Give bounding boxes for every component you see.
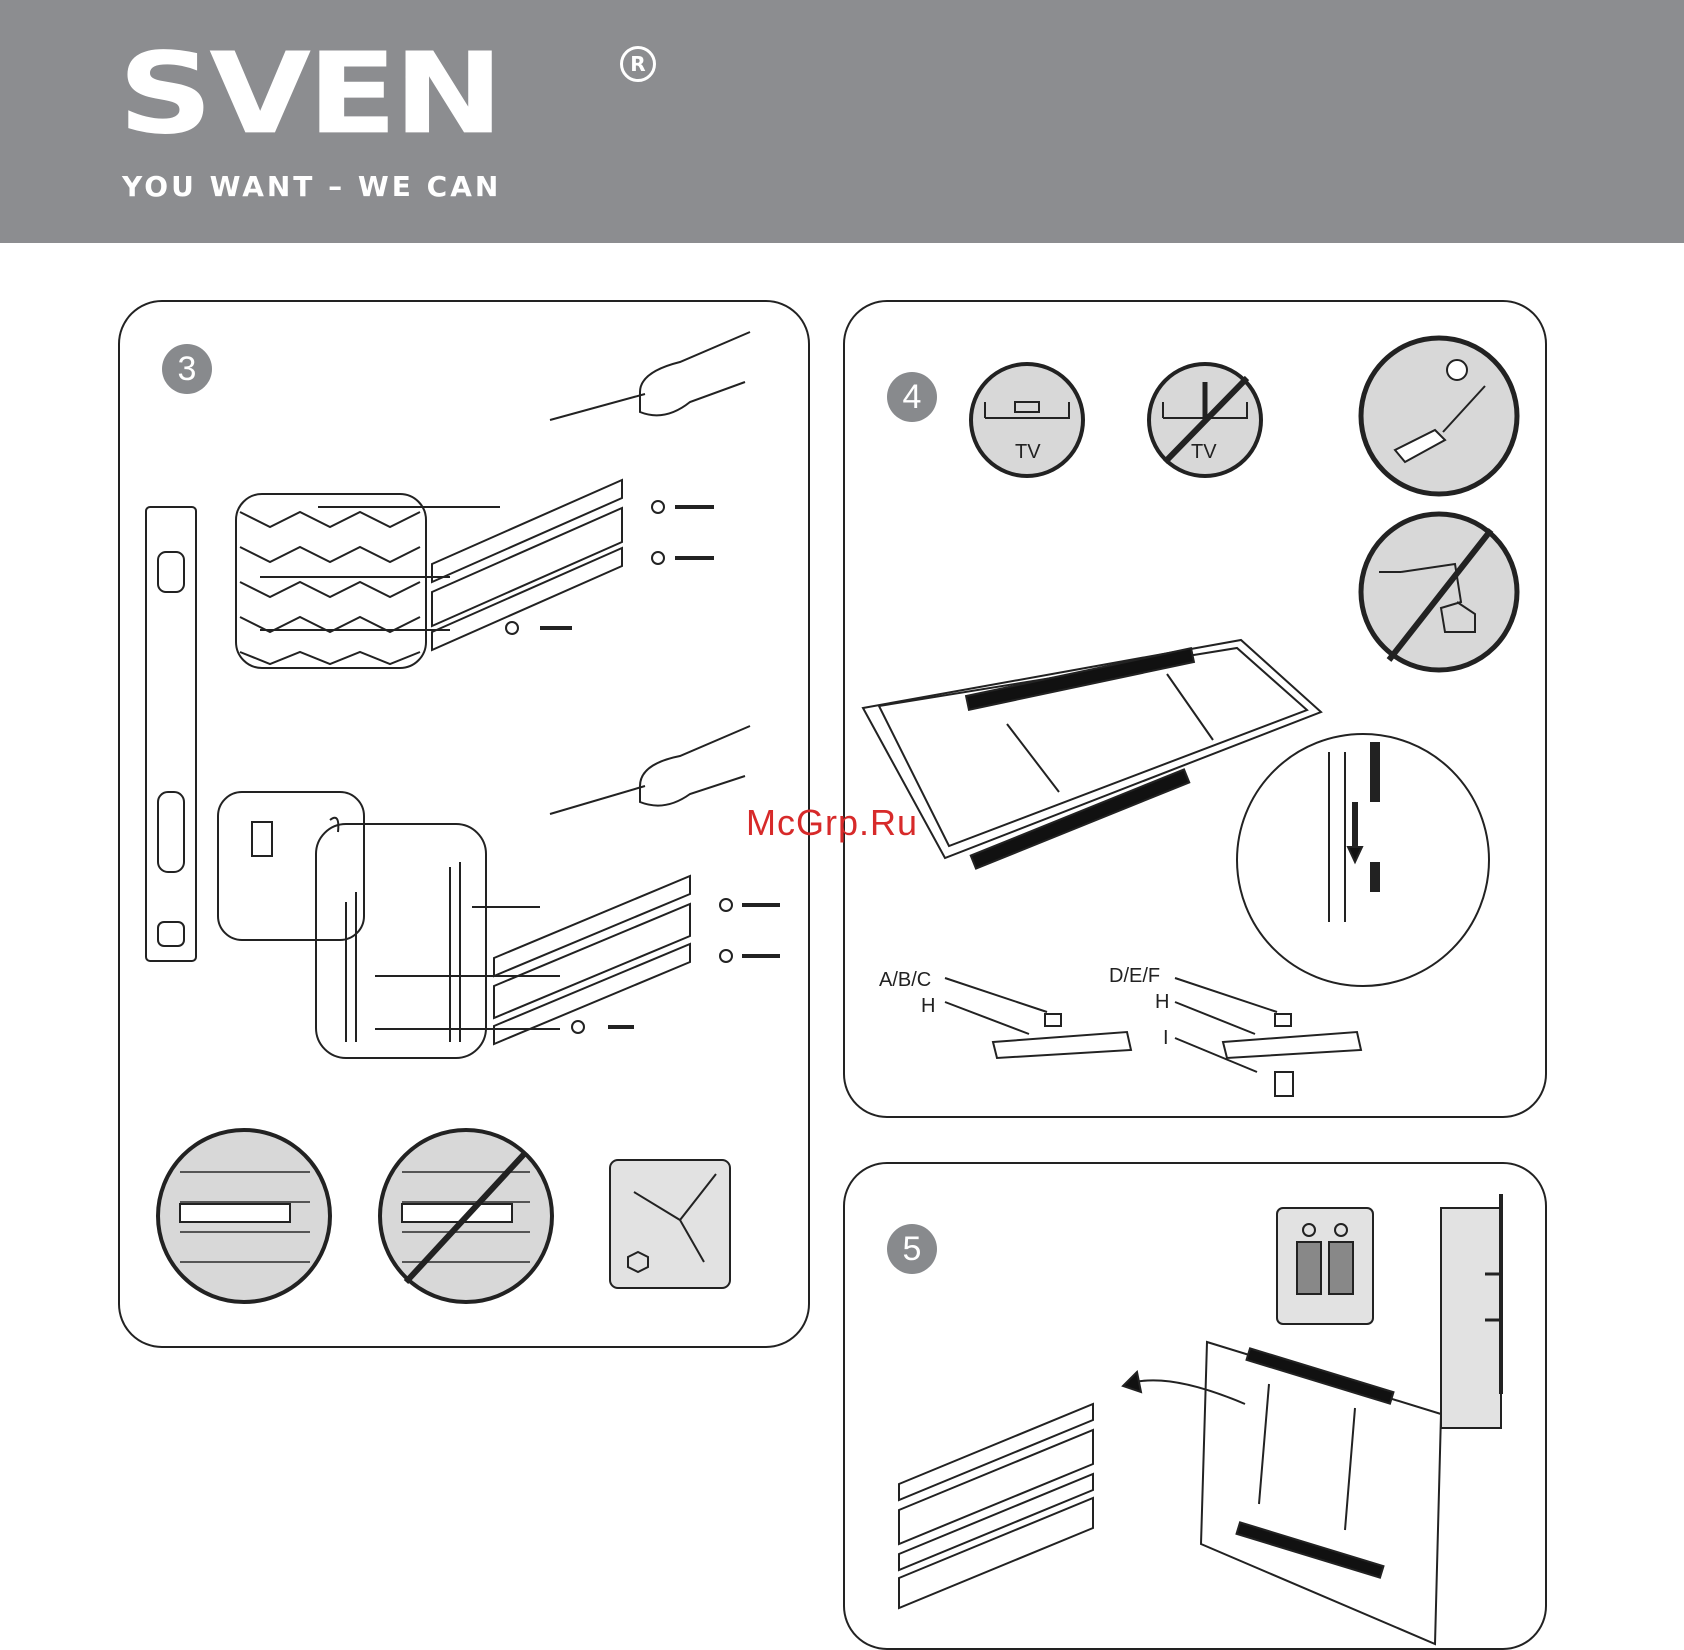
step-5-illustration	[845, 1164, 1545, 1648]
header-banner: SVEN R YOU WANT – WE CAN	[0, 0, 1684, 243]
wall-bracket-icon	[375, 876, 690, 1044]
hand-screwdriver-icon	[550, 332, 750, 420]
correct-anchor-icon	[158, 1130, 330, 1302]
incorrect-anchor-icon	[380, 1130, 552, 1302]
tv-back-icon	[1201, 1342, 1441, 1644]
tv-label-ok: TV	[1015, 441, 1041, 463]
step-5-panel: 5	[843, 1162, 1547, 1650]
zoom-detail-icon	[1237, 734, 1489, 986]
tagline: YOU WANT – WE CAN	[122, 170, 501, 203]
wall-side-view-icon	[1441, 1194, 1501, 1428]
registered-mark: R	[620, 46, 656, 82]
step-3-panel: 3	[118, 300, 810, 1348]
spirit-level-icon	[146, 507, 196, 961]
label-abc: A/B/C	[879, 969, 931, 991]
label-h-right: H	[1155, 991, 1169, 1013]
two-person-lift-icon	[1277, 1208, 1373, 1324]
power-drill-icon	[1361, 514, 1517, 670]
step-3-illustration	[120, 302, 808, 1346]
screwdriver-icon	[1361, 338, 1517, 494]
tv-label-no: TV	[1191, 441, 1217, 463]
label-def: D/E/F	[1109, 965, 1160, 987]
step-4-panel: 4	[843, 300, 1547, 1118]
screw-detail-icon	[945, 978, 1361, 1096]
screw-icon	[608, 905, 780, 1027]
wall-bracket-icon	[899, 1404, 1093, 1608]
brick-wall-icon	[236, 494, 426, 668]
label-h-left: H	[921, 995, 935, 1017]
tv-back-icon	[863, 640, 1321, 869]
drywall-stud-icon	[218, 792, 486, 1058]
hang-arrow-icon	[1123, 1372, 1245, 1404]
watermark: McGrp.Ru	[746, 802, 918, 844]
brand-logo: SVEN	[118, 38, 500, 150]
hand-screwdriver-icon	[550, 726, 750, 814]
step-4-illustration: TV TV A/B/C H D/E/F H I	[845, 302, 1545, 1116]
label-i: I	[1163, 1027, 1169, 1049]
hex-wrench-icon	[610, 1160, 730, 1288]
